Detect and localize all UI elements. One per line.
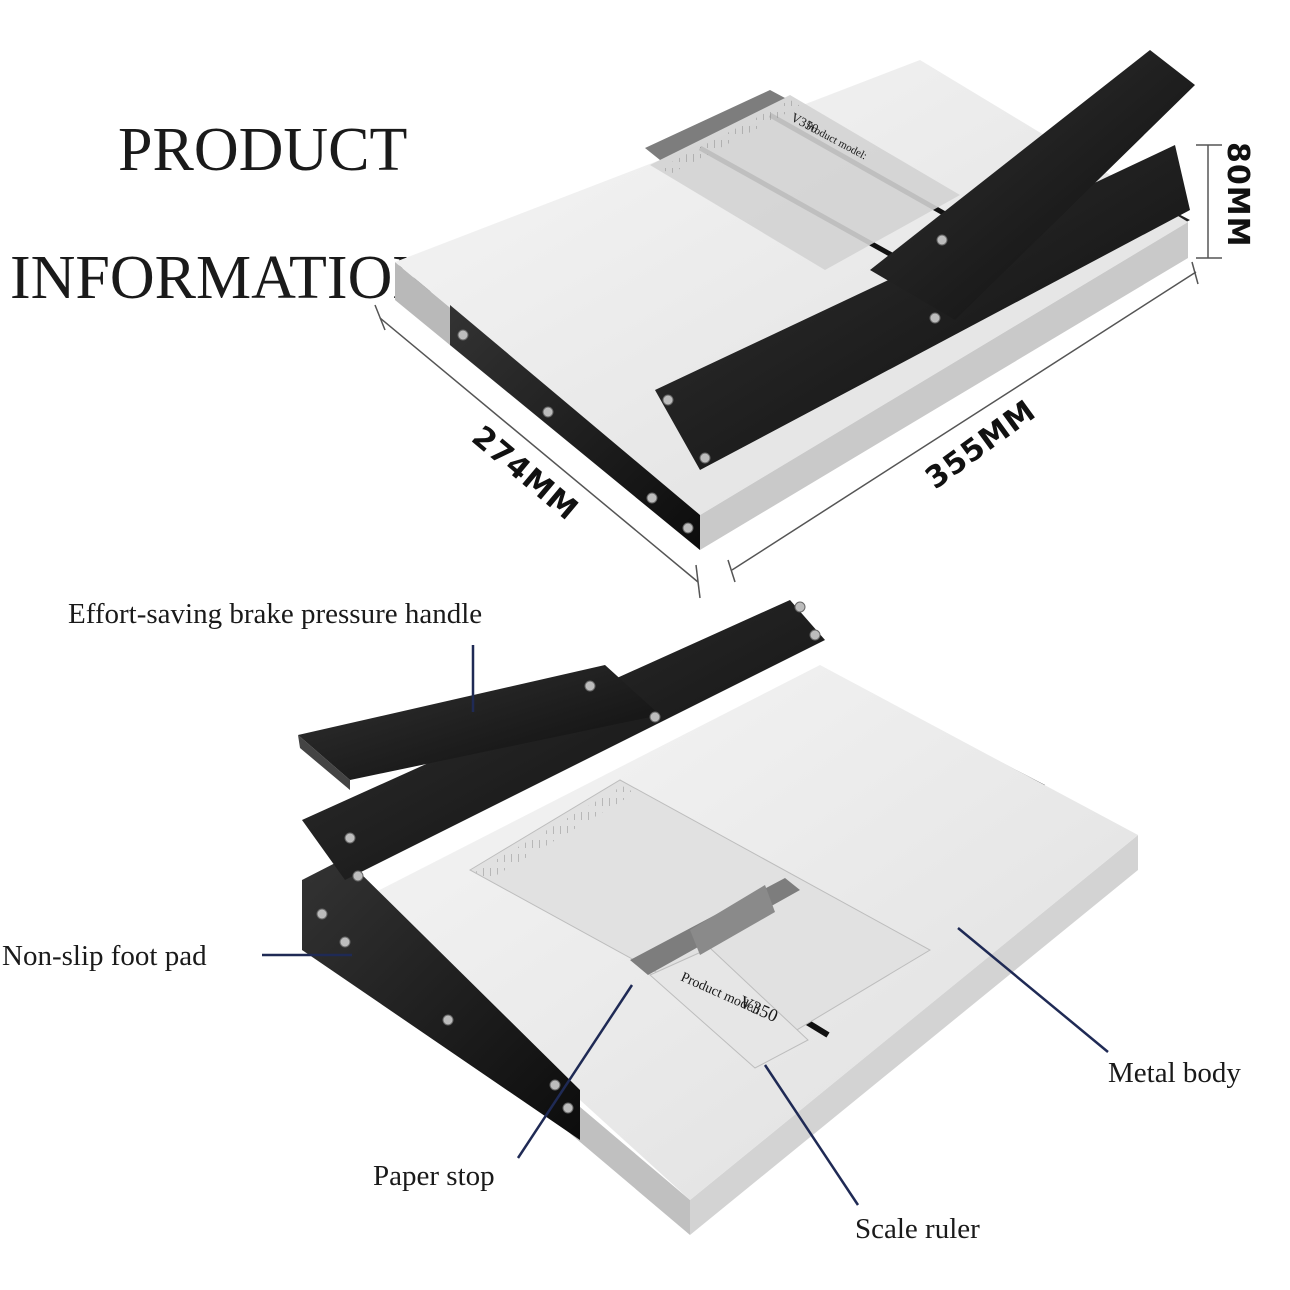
dimension-height: 80MM: [1196, 142, 1255, 259]
callout-handle-label: Effort-saving brake pressure handle: [68, 598, 482, 630]
front-clamp-bar: [450, 305, 700, 550]
callout-metal-body-label: Metal body: [1108, 1057, 1241, 1089]
ruler-ticks: [475, 786, 635, 880]
callout-paper-stop-label: Paper stop: [373, 1160, 495, 1192]
blade-housing-bottom: [302, 600, 825, 880]
bottom-product-view: Product model: V350: [298, 600, 1138, 1235]
screw-set-bottom: [316, 601, 821, 1114]
callout-scale-ruler-leader: [763, 1064, 860, 1206]
board-front-edge: [700, 222, 1188, 550]
board-side-bottom: [560, 1090, 690, 1235]
blade-housing: [655, 145, 1190, 470]
dimension-length-label: 355MM: [919, 393, 1043, 496]
callout-metal-body-leader: [957, 927, 1109, 1053]
callout-paper-stop-leader: [516, 984, 634, 1159]
board-front-edge-bottom: [690, 835, 1138, 1235]
callout-scale-ruler-label: Scale ruler: [855, 1213, 980, 1245]
handle-arm-bottom: [298, 665, 660, 780]
paper-stop-top: [645, 90, 785, 160]
board-top: [395, 60, 1188, 515]
left-frame: [302, 858, 580, 1140]
handle-lip: [298, 735, 350, 790]
top-product-view: Product model: V350: [395, 50, 1195, 550]
handle-arm-top: [870, 50, 1195, 320]
callout-foot-pad-label: Non-slip foot pad: [2, 940, 207, 972]
title-line-1: PRODUCT: [118, 116, 407, 184]
title-line-2: INFORMATION: [10, 244, 437, 312]
dimension-height-label: 80MM: [1220, 142, 1255, 247]
scale-ruler-lower: [649, 947, 809, 1069]
ruler-ticks: [660, 100, 800, 174]
paper-stop-bracket: [690, 885, 775, 955]
screw-set-top: [457, 234, 948, 534]
